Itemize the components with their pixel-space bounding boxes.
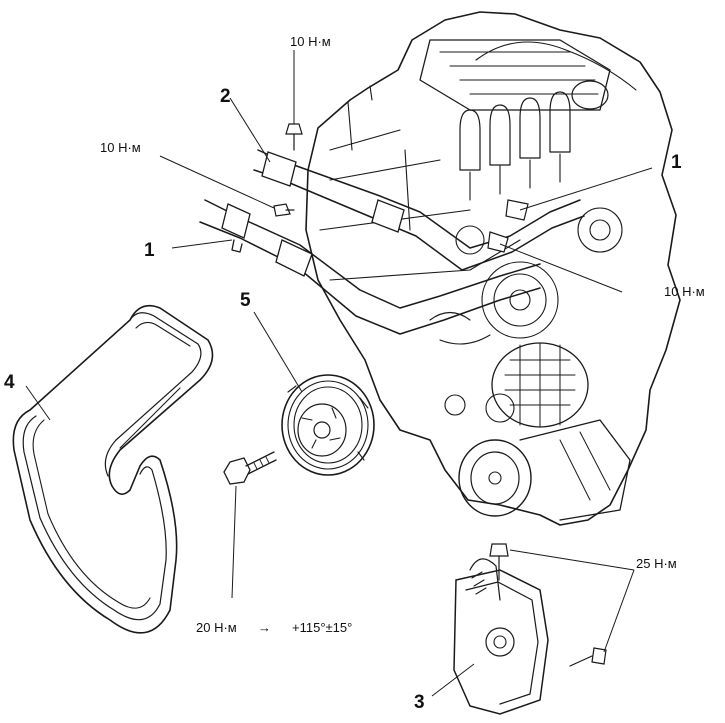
- ribbed-belt: [12, 304, 214, 634]
- torque-label-right: 10 Н·м: [664, 284, 705, 299]
- intake-manifold: [419, 39, 611, 111]
- torque-label-left: 10 Н·м: [100, 140, 141, 155]
- hoses: [199, 149, 585, 335]
- crankshaft-pulley: [281, 374, 375, 476]
- ac-compressor: [458, 419, 631, 521]
- pulley-bolt: [223, 451, 277, 485]
- torque-label-tensioner: 25 Н·м: [636, 556, 677, 571]
- callout-5: 5: [240, 290, 251, 311]
- leader-lines: [25, 50, 653, 697]
- alternator: [491, 342, 589, 428]
- block-details: [319, 85, 623, 423]
- callout-2: 2: [220, 86, 231, 107]
- callout-4: 4: [4, 372, 15, 393]
- torque-label-top: 10 Н·м: [290, 34, 331, 49]
- callout-3: 3: [414, 692, 425, 713]
- torque-label-pulley-bolt: 20 Н·м: [196, 620, 237, 635]
- callout-1-right: 1: [671, 152, 682, 173]
- bolts: [273, 123, 303, 217]
- tensioner-assembly: [453, 543, 607, 715]
- callout-1-left: 1: [144, 240, 155, 261]
- torque-arrow: →: [258, 620, 271, 635]
- injectors: [459, 41, 637, 201]
- engine-block: [305, 11, 681, 526]
- torque-label-pulley-angle: +115°±15°: [292, 620, 353, 635]
